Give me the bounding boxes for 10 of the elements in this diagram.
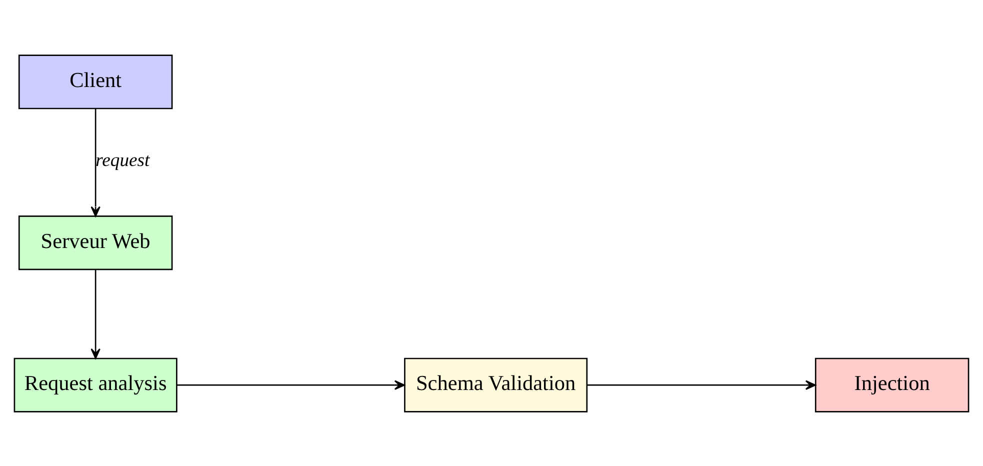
arrow: [90, 269, 100, 358]
arrow: [587, 380, 816, 390]
arrow: [176, 380, 405, 390]
node-box: Request analysis: [14, 357, 178, 412]
node-box: Schema Validation: [404, 357, 588, 412]
node-box: Injection: [814, 357, 970, 412]
node-box: Serveur Web: [18, 215, 173, 270]
arrow: [90, 108, 100, 216]
node-box: Client: [18, 54, 173, 109]
edge-label: request: [96, 149, 150, 170]
